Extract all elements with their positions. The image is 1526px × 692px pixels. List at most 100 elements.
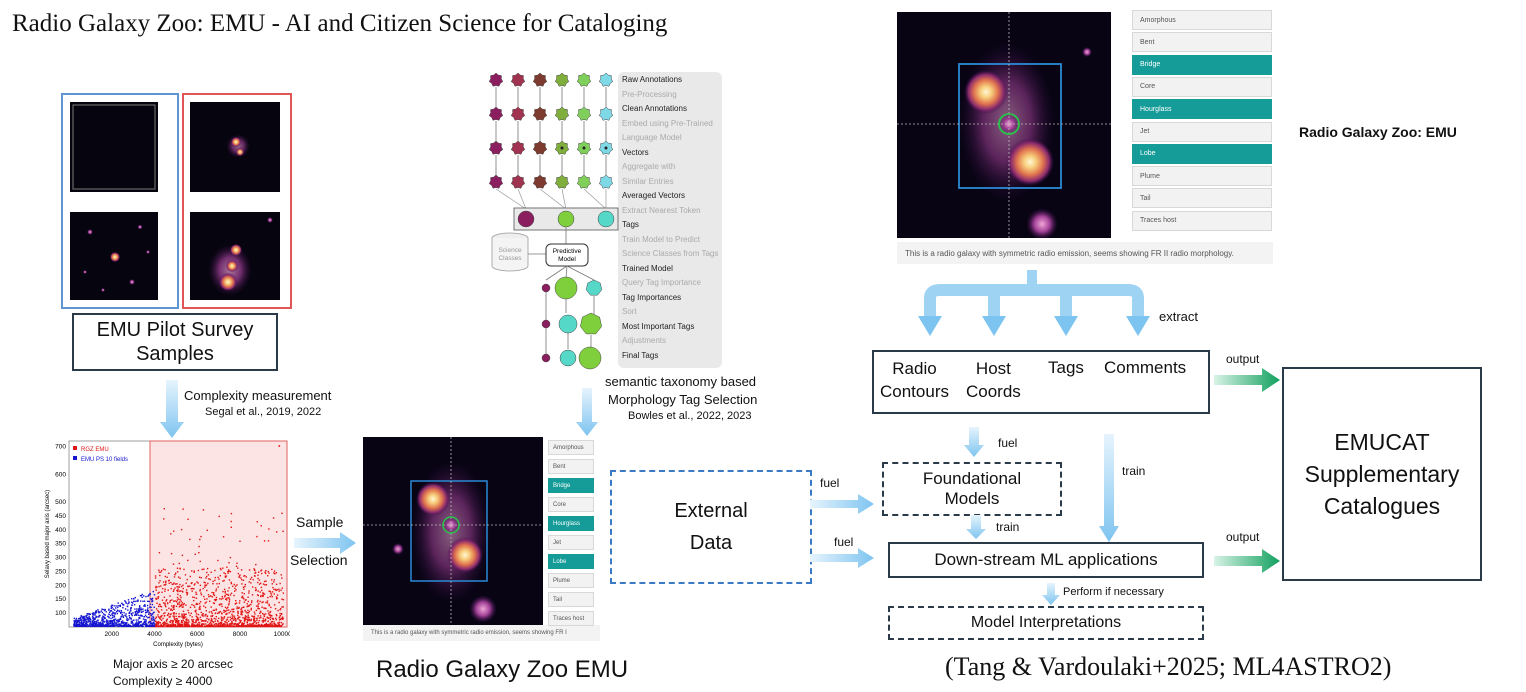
extract-item-radio-line1: Radio	[892, 359, 937, 378]
rgz-caption-top: Radio Galaxy Zoo: EMU	[1299, 124, 1457, 140]
survey-image-1	[70, 102, 158, 192]
fuel-arrow-downstream	[810, 548, 874, 568]
scatter-ytick: 250	[55, 568, 66, 575]
pipeline-arrow-down	[576, 388, 598, 436]
pipeline-step: Clean Annotations	[622, 104, 687, 113]
rgz-image-large	[897, 12, 1111, 238]
pipeline-caption3: Bowles et al., 2022, 2023	[628, 410, 752, 422]
scatter-ytick: 600	[55, 471, 66, 478]
train-arrow-down-2	[1099, 434, 1119, 542]
pipeline-step: Aggregate with	[622, 162, 676, 171]
extract-item-comments: Comments	[1104, 358, 1187, 377]
legend-rgz: RGZ EMU	[81, 447, 109, 453]
pipeline-step: Tag Importances	[622, 292, 682, 302]
rgz-tag-small[interactable]: Tail	[548, 592, 594, 607]
scatter-ytick: 450	[55, 513, 66, 520]
survey-label-box: EMU Pilot Survey Samples	[72, 313, 278, 371]
pipeline-step: Most Important Tags	[622, 321, 695, 331]
rgz-tag-large[interactable]: Jet	[1132, 121, 1272, 142]
rgz-image-small	[363, 437, 543, 625]
foundational-models-box: Foundational Models	[882, 462, 1062, 516]
rgz-caption-bottom: Radio Galaxy Zoo EMU	[376, 656, 629, 683]
rgz-tag-small[interactable]: Traces host	[548, 611, 594, 626]
rgz-tag-large[interactable]: Traces host	[1132, 210, 1272, 231]
survey-label-line2: Samples	[136, 343, 214, 365]
perform-arrow	[1042, 583, 1060, 605]
complexity-arrow	[160, 380, 184, 438]
train-arrow-down-1	[966, 515, 986, 539]
pipeline-step: Train Model to Predict	[622, 234, 700, 244]
pipeline-step: Raw Annotations	[622, 75, 683, 84]
rgz-tag-large[interactable]: Amorphous	[1132, 10, 1272, 30]
rgz-tag-small[interactable]: Core	[548, 497, 594, 512]
downstream-box: Down-stream ML applications	[888, 542, 1204, 578]
fuel-label-1: fuel	[820, 476, 840, 490]
predictive-line1: Predictive	[553, 248, 582, 255]
output-arrow-2	[1214, 549, 1280, 573]
survey-red-frame	[182, 93, 292, 309]
scatter-xlabel: Complexity (bytes)	[153, 642, 203, 648]
extract-item-tags: Tags	[1048, 358, 1084, 377]
rgz-tag-small[interactable]: Jet	[548, 535, 594, 550]
rgz-tag-small[interactable]: Lobe	[548, 554, 594, 569]
perform-label: Perform if necessary	[1063, 586, 1164, 598]
pipeline-step: Adjustments	[622, 336, 667, 345]
rgz-tag-large[interactable]: Bridge	[1132, 54, 1272, 75]
scatter-ytick: 400	[55, 527, 66, 534]
pipeline-step: Extract Nearest Token	[622, 205, 701, 215]
foundational-line2: Models	[944, 489, 1000, 508]
extract-item-host-line2: Coords	[966, 381, 1021, 401]
scatter-ytick: 350	[55, 541, 66, 548]
extract-item-radio-line2: Contours	[880, 381, 949, 401]
survey-label-line1: EMU Pilot Survey	[96, 319, 254, 341]
criteria-complexity: Complexity ≥ 4000	[113, 674, 213, 688]
rgz-tag-small[interactable]: Amorphous	[548, 440, 594, 455]
scatter-xtick: 10000	[274, 631, 290, 638]
pipeline-step: Final Tags	[622, 350, 659, 360]
rgz-tag-large[interactable]: Hourglass	[1132, 99, 1272, 120]
rgz-tag-large[interactable]: Tail	[1132, 188, 1272, 209]
emucat-line2: Supplementary	[1304, 460, 1460, 487]
external-data-line1: External	[674, 500, 748, 522]
rgz-tag-small[interactable]: Plume	[548, 573, 594, 588]
rgz-comment-large: This is a radio galaxy with symmetric ra…	[897, 242, 1273, 264]
rgz-tag-large[interactable]: Bent	[1132, 32, 1272, 53]
emucat-box: EMUCAT Supplementary Catalogues	[1282, 367, 1482, 581]
rgz-tag-small[interactable]: Bent	[548, 459, 594, 474]
model-interpretations-box: Model Interpretations	[888, 606, 1204, 640]
pipeline-caption2: Morphology Tag Selection	[608, 392, 758, 407]
rgz-tag-large[interactable]: Lobe	[1132, 143, 1272, 164]
sample-selection-line2: Selection	[290, 552, 348, 568]
rgz-tag-small[interactable]: Hourglass	[548, 516, 594, 531]
citation: (Tang & Vardoulaki+2025; ML4ASTRO2)	[945, 652, 1392, 681]
sample-selection-line1: Sample	[296, 514, 344, 530]
rgz-tag-large[interactable]: Core	[1132, 76, 1272, 97]
page-title: Radio Galaxy Zoo: EMU - AI and Citizen S…	[12, 10, 668, 37]
emucat-line1: EMUCAT	[1334, 428, 1430, 455]
pipeline-step: Vectors	[622, 147, 649, 157]
predictive-line2: Model	[558, 256, 576, 263]
extract-item-host-line1: Host	[975, 359, 1011, 378]
scatter-ytick: 300	[55, 555, 66, 562]
rgz-tag-large[interactable]: Plume	[1132, 166, 1272, 187]
rgz-tag-small[interactable]: Bridge	[548, 478, 594, 493]
output-arrow-1	[1214, 368, 1280, 392]
pipeline-step: Averaged Vectors	[622, 191, 686, 200]
fuel-label-2: fuel	[834, 535, 854, 549]
extract-label: extract	[1159, 309, 1199, 324]
science-classes-line2: Classes	[498, 255, 522, 262]
scatter-ytick: 150	[55, 596, 66, 603]
pipeline-step: Science Classes from Tags	[622, 249, 719, 258]
external-data-line2: Data	[689, 532, 733, 554]
pipeline-background	[618, 72, 722, 368]
complexity-title: Complexity measurement	[184, 388, 332, 403]
pipeline-step: Similar Entries	[622, 176, 674, 186]
train-label-1: train	[996, 520, 1020, 534]
external-data-box: External Data	[610, 470, 812, 584]
extract-arrows	[918, 270, 1150, 336]
pipeline-step: Embed using Pre-Trained	[622, 118, 713, 128]
fuel-arrow-foundational	[810, 494, 874, 514]
scatter-ytick: 700	[55, 444, 66, 451]
downstream-label: Down-stream ML applications	[934, 549, 1158, 569]
